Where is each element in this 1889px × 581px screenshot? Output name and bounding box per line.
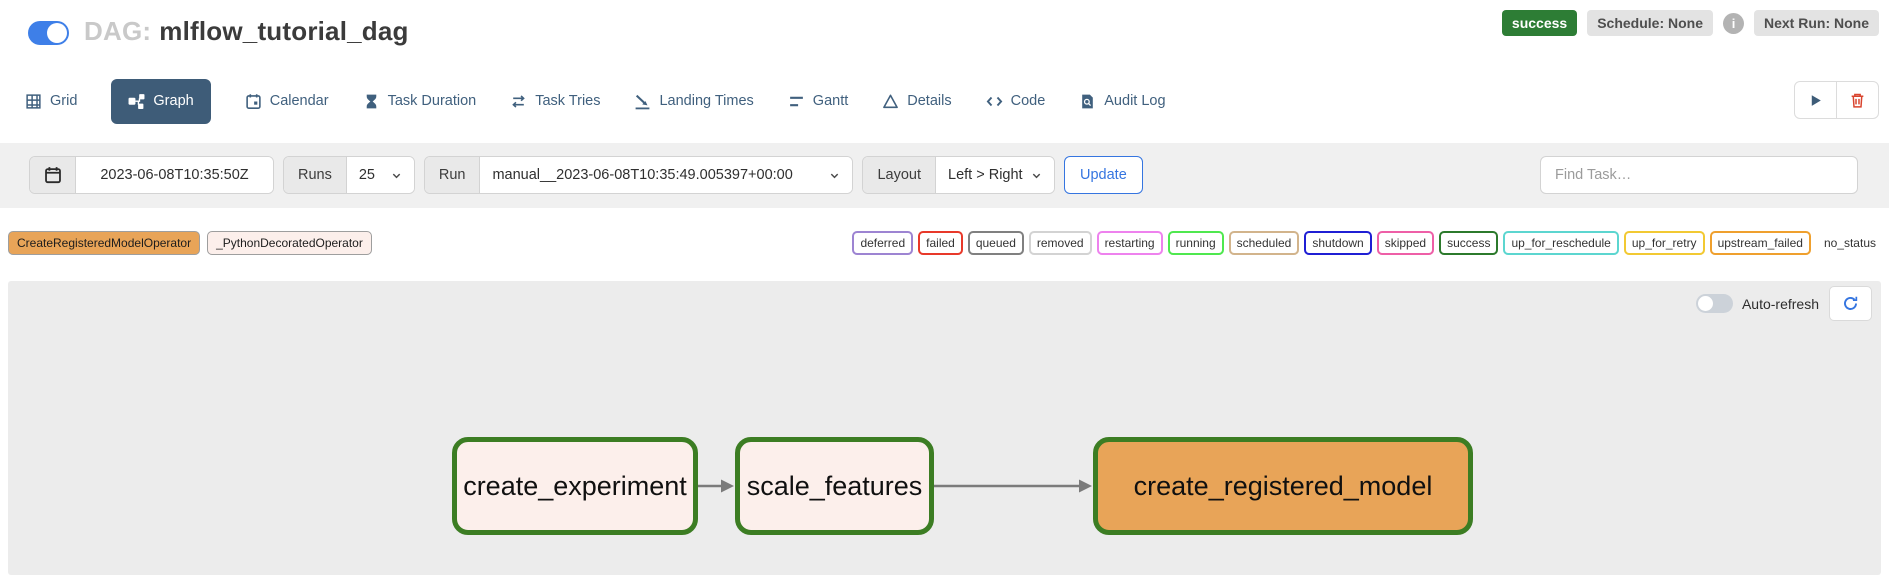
delete-dag-button[interactable]	[1836, 81, 1879, 119]
runs-select[interactable]: 25	[346, 157, 414, 193]
tab-landing-times[interactable]: Landing Times	[634, 93, 754, 110]
dag-name: mlflow_tutorial_dag	[159, 16, 409, 46]
next-run-badge: Next Run: None	[1754, 10, 1879, 36]
tab-details[interactable]: Details	[882, 93, 952, 110]
filter-bar: Runs 25 Run manual__2023-06-08T10:35:49.…	[0, 143, 1889, 208]
trigger-dag-button[interactable]	[1794, 81, 1837, 119]
auto-refresh-control: Auto-refresh	[1695, 294, 1819, 313]
layout-group: Layout Left > Right	[862, 156, 1056, 194]
dag-prefix-label: DAG:	[84, 16, 152, 46]
tab-grid[interactable]: Grid	[25, 93, 77, 110]
calendar-icon	[246, 93, 261, 109]
chevron-down-icon	[1032, 173, 1041, 178]
base-date-input[interactable]	[76, 157, 273, 193]
operator-legend: CreateRegisteredModelOperator _PythonDec…	[8, 231, 372, 255]
grid-icon	[26, 93, 41, 109]
status-badge: deferred	[852, 231, 914, 255]
status-badge: upstream_failed	[1709, 231, 1811, 255]
tab-calendar[interactable]: Calendar	[245, 93, 329, 110]
status-badge: scheduled	[1228, 231, 1300, 255]
status-badge: skipped	[1376, 231, 1435, 255]
status-legend: deferred failed queued removed restartin…	[852, 231, 1884, 255]
auto-refresh-label: Auto-refresh	[1741, 295, 1819, 312]
status-badge: failed	[918, 231, 963, 255]
tab-task-duration[interactable]: Task Duration	[363, 93, 476, 110]
edge-arrow	[698, 479, 734, 493]
operator-badge: CreateRegisteredModelOperator	[8, 231, 201, 255]
view-tabbar: Grid Graph Calendar Task Duration Task T…	[25, 75, 1166, 127]
status-badge: success	[1439, 231, 1499, 255]
task-node-create-registered-model[interactable]: create_registered_model	[1093, 437, 1473, 535]
status-badge: up_for_reschedule	[1503, 231, 1619, 255]
header-badges: success Schedule: None i Next Run: None	[1501, 10, 1879, 36]
tab-graph[interactable]: Graph	[111, 78, 211, 124]
run-group: Run manual__2023-06-08T10:35:49.005397+0…	[423, 156, 854, 194]
repeat-icon	[512, 94, 525, 108]
status-badge: shutdown	[1304, 231, 1372, 255]
layout-label: Layout	[863, 157, 937, 193]
status-badge: queued	[967, 231, 1024, 255]
dag-actions	[1794, 81, 1879, 119]
status-badge: removed	[1028, 231, 1092, 255]
run-select[interactable]: manual__2023-06-08T10:35:49.005397+00:00	[480, 157, 853, 193]
page-title: DAG:mlflow_tutorial_dag	[84, 16, 409, 47]
chevron-down-icon	[392, 173, 401, 178]
tab-code[interactable]: Code	[986, 93, 1045, 110]
schedule-badge: Schedule: None	[1587, 10, 1713, 36]
find-task-input[interactable]	[1540, 156, 1858, 194]
graph-icon	[128, 93, 145, 109]
dag-pause-toggle[interactable]	[28, 21, 69, 45]
runs-label: Runs	[284, 157, 347, 193]
auto-refresh-toggle[interactable]	[1695, 294, 1733, 313]
file-search-icon	[1082, 94, 1094, 108]
hourglass-icon	[366, 94, 376, 108]
refresh-button[interactable]	[1829, 286, 1872, 321]
toggle-knob	[1697, 296, 1713, 311]
plane-landing-icon	[636, 94, 650, 109]
status-badge: no_status	[1823, 236, 1876, 250]
runs-group: Runs 25	[283, 156, 415, 194]
update-button[interactable]: Update	[1064, 156, 1143, 194]
graph-canvas: Auto-refresh create_experiment scale_fea…	[8, 281, 1881, 575]
tab-gantt[interactable]: Gantt	[788, 93, 848, 110]
toggle-knob	[47, 23, 67, 43]
triangle-icon	[883, 94, 899, 108]
date-picker-button[interactable]	[30, 157, 76, 193]
gantt-bars-icon	[789, 96, 803, 106]
task-node-create-experiment[interactable]: create_experiment	[452, 437, 698, 535]
status-badge: restarting	[1096, 231, 1163, 255]
dag-status-badge: success	[1501, 10, 1578, 36]
info-icon[interactable]: i	[1723, 12, 1744, 34]
refresh-icon	[1844, 296, 1858, 310]
edge-arrow	[934, 479, 1092, 493]
calendar-picker-icon	[44, 167, 61, 184]
code-brackets-icon	[986, 96, 1002, 106]
play-icon	[1811, 94, 1821, 106]
tab-task-tries[interactable]: Task Tries	[510, 93, 600, 110]
tab-audit-log[interactable]: Audit Log	[1079, 93, 1166, 110]
trash-icon	[1851, 93, 1864, 108]
status-badge: up_for_retry	[1623, 231, 1705, 255]
chevron-down-icon	[831, 173, 839, 178]
layout-select[interactable]: Left > Right	[936, 157, 1055, 193]
run-label: Run	[424, 157, 481, 193]
operator-badge: _PythonDecoratedOperator	[207, 231, 372, 255]
status-badge: running	[1167, 231, 1224, 255]
task-node-scale-features[interactable]: scale_features	[735, 437, 934, 535]
base-date-group	[29, 156, 274, 194]
